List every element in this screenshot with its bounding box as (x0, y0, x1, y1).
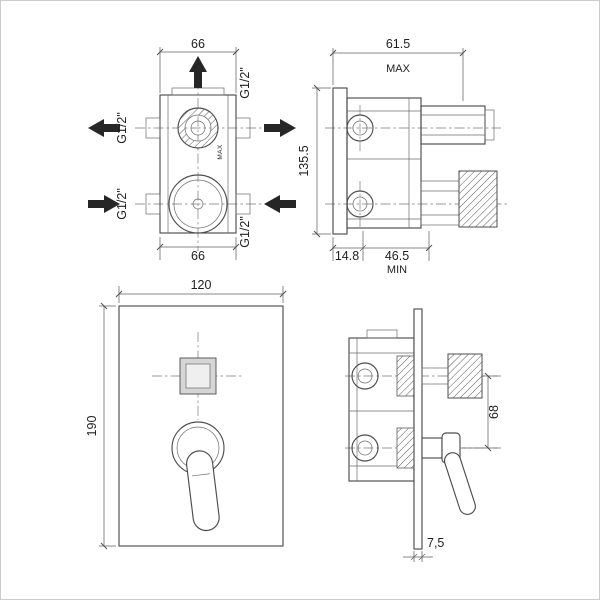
dim-label-plate-thickness: 7,5 (427, 536, 444, 550)
dimension-bottom-depths (329, 231, 433, 261)
max-marking-body: MAX (217, 144, 224, 160)
dimension-bottom-width (156, 237, 240, 260)
dim-label-depth-max: 61.5 (386, 37, 410, 51)
flow-arrow-left-in-icon (88, 195, 120, 213)
flow-arrow-right-out-icon (264, 119, 296, 137)
lower-outlet-section (420, 170, 498, 228)
port-label-left-upper: G1/2" (115, 112, 129, 144)
dimension-plate-width (115, 286, 287, 303)
flow-arrow-right-in-icon (264, 195, 296, 213)
dim-label-body-height: 135.5 (297, 145, 311, 176)
dim-label-rear-depth: 14.8 (335, 249, 359, 263)
front-depth-qualifier: MIN (387, 264, 407, 276)
view-front-rough-in: 66 66 G1/2" G1/2" G1/2" G1/2" MAX (88, 37, 296, 263)
trim-plate-edge (413, 308, 423, 550)
view-front-trim: 120 190 (85, 278, 287, 550)
lever-handle-side (421, 432, 476, 515)
dim-label-front-depth-min: 46.5 (385, 249, 409, 263)
port-label-bottom-right: G1/2" (238, 216, 252, 248)
flow-arrow-left-out-icon (88, 119, 120, 137)
dimension-depth-max (329, 48, 467, 101)
flow-arrow-up-icon (189, 56, 207, 88)
port-label-left-lower: G1/2" (115, 188, 129, 220)
upper-port-circle (177, 107, 219, 149)
cartridge-circle (168, 174, 228, 234)
valve-body-side-outline (332, 87, 422, 235)
dim-label-bottom-width: 66 (191, 249, 205, 263)
rough-body-side (348, 329, 415, 482)
dimension-handle-spacing (462, 372, 498, 452)
dim-label-plate-width: 120 (191, 278, 212, 292)
dimension-top-width (156, 47, 240, 93)
view-side-trim: 68 7,5 (345, 308, 501, 562)
upper-outlet-fitting (420, 105, 495, 145)
side-port-circles (346, 114, 374, 218)
dim-label-plate-height: 190 (85, 416, 99, 437)
dimension-plate-thickness (403, 551, 433, 562)
lever-handle-front (171, 421, 225, 532)
diverter-knob-side (421, 353, 483, 399)
dimension-plate-height (99, 302, 116, 550)
dim-label-top-width: 66 (191, 37, 205, 51)
port-label-top: G1/2" (238, 67, 252, 99)
diverter-button (179, 357, 217, 395)
view-side-rough-in: 61.5 MAX 135.5 14.8 46.5 MIN (297, 37, 507, 276)
dim-label-handle-spacing: 68 (487, 405, 501, 419)
depth-max-qualifier: MAX (386, 63, 411, 75)
dimension-body-height (312, 84, 331, 238)
